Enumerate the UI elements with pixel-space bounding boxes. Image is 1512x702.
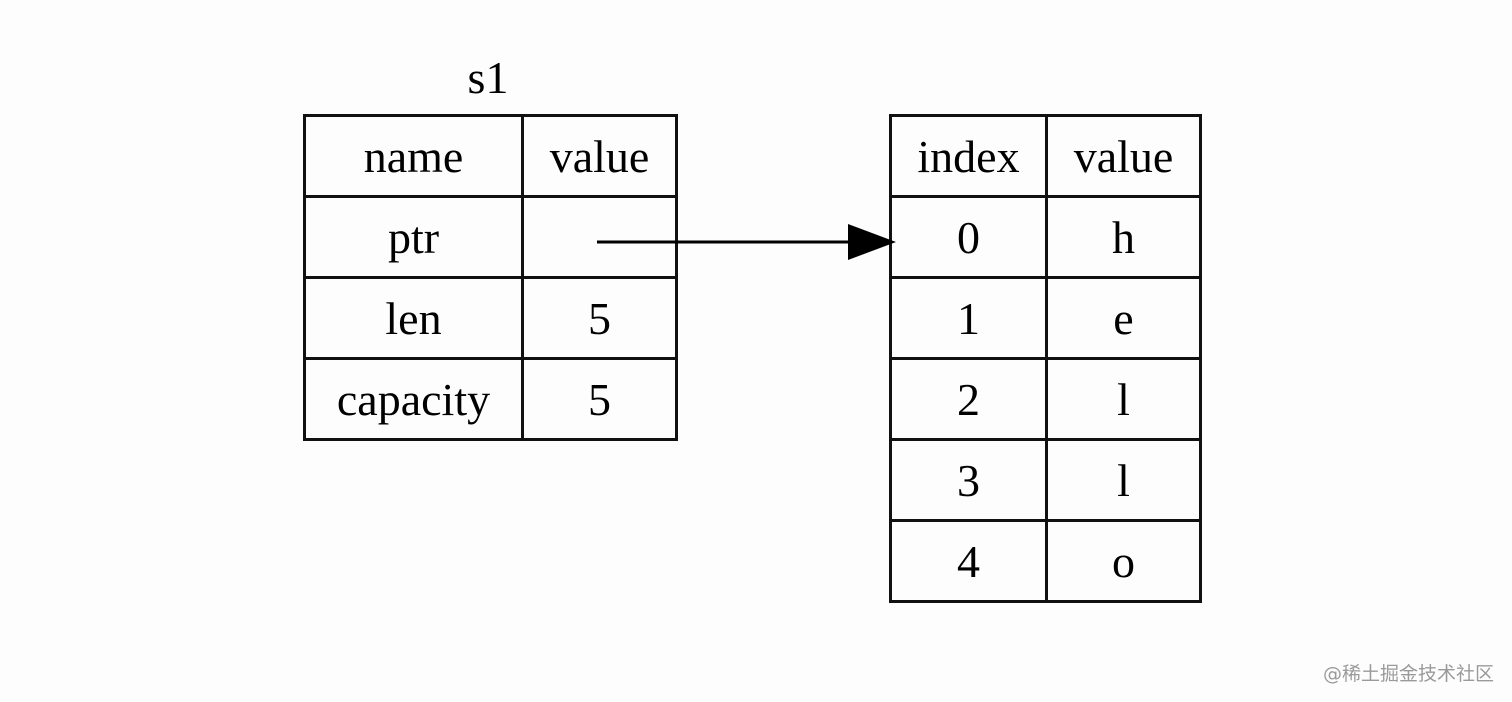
heap-buffer-table: index value 0 h 1 e 2 l 3 l 4 o — [889, 114, 1202, 603]
s1-row-len: len 5 — [303, 276, 678, 360]
heap-row: 3 l — [889, 438, 1202, 522]
s1-field-value: 5 — [521, 276, 678, 360]
heap-row: 1 e — [889, 276, 1202, 360]
heap-row: 2 l — [889, 357, 1202, 441]
s1-header-name: name — [303, 114, 524, 198]
heap-value-cell: e — [1045, 276, 1202, 360]
heap-row: 0 h — [889, 195, 1202, 279]
watermark: @稀土掘金技术社区 — [1322, 663, 1494, 685]
heap-header-value: value — [1045, 114, 1202, 198]
s1-field-name: len — [303, 276, 524, 360]
s1-row-capacity: capacity 5 — [303, 357, 678, 441]
s1-header-row: name value — [303, 114, 678, 198]
heap-index-cell: 1 — [889, 276, 1048, 360]
heap-index-cell: 2 — [889, 357, 1048, 441]
heap-value-cell: h — [1045, 195, 1202, 279]
s1-row-ptr: ptr — [303, 195, 678, 279]
heap-value-cell: l — [1045, 357, 1202, 441]
heap-index-cell: 4 — [889, 519, 1048, 603]
heap-index-cell: 0 — [889, 195, 1048, 279]
heap-value-cell: l — [1045, 438, 1202, 522]
s1-field-name: ptr — [303, 195, 524, 279]
s1-header-value: value — [521, 114, 678, 198]
heap-header-row: index value — [889, 114, 1202, 198]
heap-index-cell: 3 — [889, 438, 1048, 522]
s1-field-name: capacity — [303, 357, 524, 441]
s1-field-value: 5 — [521, 357, 678, 441]
s1-variable-label: s1 — [467, 52, 509, 103]
s1-stack-table: name value ptr len 5 capacity 5 — [303, 114, 678, 441]
s1-ptr-value-cell — [521, 195, 678, 279]
heap-value-cell: o — [1045, 519, 1202, 603]
heap-row: 4 o — [889, 519, 1202, 603]
heap-header-index: index — [889, 114, 1048, 198]
